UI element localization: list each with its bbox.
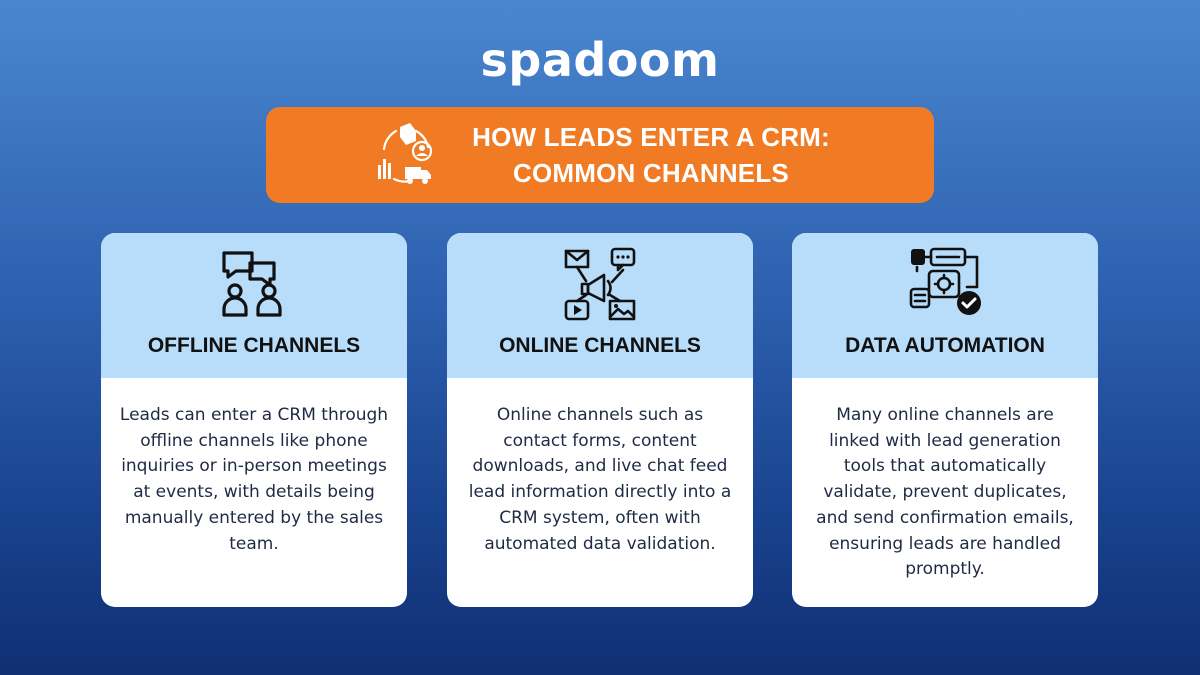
card-title: ONLINE CHANNELS <box>499 334 701 357</box>
card-data-automation: DATA AUTOMATION Many online channels are… <box>792 233 1098 607</box>
title-line-2: COMMON CHANNELS <box>512 158 789 188</box>
card-header: ONLINE CHANNELS <box>447 233 753 378</box>
workflow-automation-icon <box>909 247 981 315</box>
card-online-channels: ONLINE CHANNELS Online channels such as … <box>447 233 753 607</box>
card-title: OFFLINE CHANNELS <box>147 334 361 357</box>
page-title: HOW LEADS ENTER A CRM: COMMON CHANNELS <box>472 119 830 191</box>
card-header: OFFLINE CHANNELS <box>101 233 407 378</box>
card-header: DATA AUTOMATION <box>792 233 1098 378</box>
megaphone-media-icon <box>564 247 636 321</box>
title-banner: HOW LEADS ENTER A CRM: COMMON CHANNELS <box>266 107 934 203</box>
card-description: Online channels such as contact forms, c… <box>468 405 732 554</box>
card-description: Many online channels are linked with lea… <box>816 405 1074 580</box>
logo-wordmark: spadoom <box>480 33 720 87</box>
title-line-1: HOW LEADS ENTER A CRM: <box>472 122 830 152</box>
card-offline-channels: OFFLINE CHANNELS Leads can enter a CRM t… <box>101 233 407 607</box>
card-title: DATA AUTOMATION <box>845 334 1045 357</box>
lead-funnel-icon <box>378 123 433 184</box>
card-description: Leads can enter a CRM through offline ch… <box>119 405 389 554</box>
brand-logo: spadoom <box>0 30 1200 90</box>
chat-people-icon <box>222 251 282 317</box>
